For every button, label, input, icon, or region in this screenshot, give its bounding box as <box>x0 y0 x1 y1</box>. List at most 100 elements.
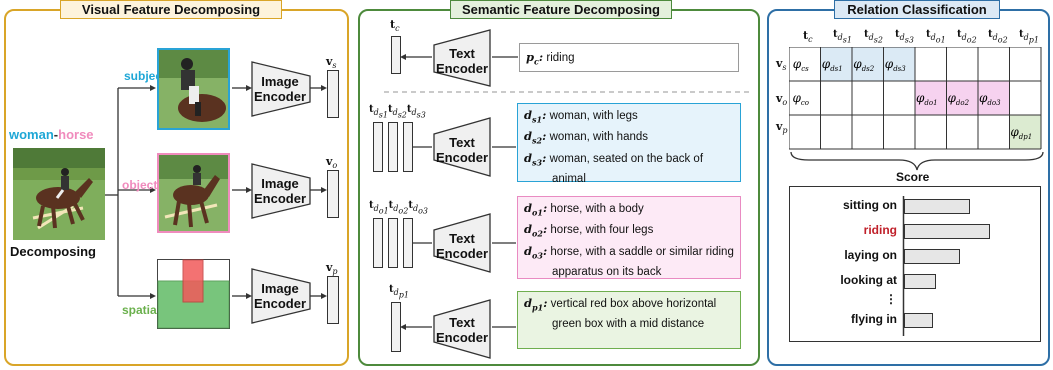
col-header-do2: tdo2 <box>957 29 977 45</box>
image-encoder-object-line2: Encoder <box>253 191 306 206</box>
text-encoder-shapes <box>384 29 750 359</box>
text-encoder-spatial-line1: Text <box>449 315 475 330</box>
col-header-ds2: tds2 <box>864 29 883 45</box>
pair-object: horse <box>58 127 94 142</box>
score-axis <box>902 196 905 336</box>
desc-do2: do2: horse, with four legs <box>524 222 654 239</box>
col-header-ds1: tds1 <box>833 29 852 45</box>
grid-cell-fill <box>789 47 821 81</box>
score-label: ⋮ <box>885 292 897 306</box>
text-encoder-subject-line1: Text <box>449 135 475 150</box>
text-vector-ds2 <box>388 122 398 172</box>
score-label: flying in <box>851 312 897 326</box>
text-encoder-prompt-line1: Text <box>449 46 475 61</box>
desc-ds2: ds2: woman, with hands <box>524 129 649 146</box>
text-vector-do-labels: tdo1tdo2tdo3 <box>369 200 428 216</box>
spatial-desc-box: dp1: vertical red box above horizontal g… <box>517 291 741 349</box>
text-encoder-spatial-line2: Encoder <box>435 330 488 345</box>
branch-label-subject: subject <box>124 69 167 83</box>
text-encoder-object-line1: Text <box>449 231 475 246</box>
grid-cell-fill <box>883 47 915 81</box>
desc-ds1: ds1: woman, with legs <box>524 108 638 125</box>
visual-vector-s <box>327 70 339 118</box>
source-image <box>13 148 105 240</box>
image-encoder-spatial-line2: Encoder <box>253 296 306 311</box>
visual-vector-s-label: vs <box>326 55 337 71</box>
text-vector-do1 <box>373 218 383 268</box>
score-title: Score <box>896 170 930 184</box>
image-encoder-spatial-line1: Image <box>261 281 299 296</box>
text-vector-ds1-label: tds1 <box>369 104 388 120</box>
score-label: looking at <box>840 273 897 287</box>
object-crop-image <box>157 153 230 233</box>
text-encoder-subject-line2: Encoder <box>435 150 488 165</box>
text-vector-do3 <box>403 218 413 268</box>
branch-label-object: object <box>122 178 158 192</box>
text-vector-dp1-label: tdp1 <box>389 284 409 300</box>
object-desc-box: do1: horse, with a body do2: horse, with… <box>517 196 741 279</box>
grid-cell-fill <box>789 81 821 115</box>
text-vector-ds-labels: tds1tds2tds3 <box>369 104 426 120</box>
score-bar <box>904 313 933 328</box>
text-vector-do2-label: tdo2 <box>388 200 409 216</box>
text-vector-ds2-label: tds2 <box>387 104 407 120</box>
score-bar <box>904 249 961 264</box>
grid-cell-fill <box>1009 115 1041 149</box>
pair-label: woman-horse <box>9 127 94 142</box>
visual-vector-o <box>327 170 339 218</box>
text-vector-do3-label: tdo3 <box>408 200 428 216</box>
score-label: sitting on <box>843 198 897 212</box>
text-vector-ds3 <box>403 122 413 172</box>
prompt-text: riding <box>546 52 575 64</box>
spatial-mask <box>157 259 230 329</box>
text-vector-c-label: tc <box>390 18 400 34</box>
grid-cell-fill <box>820 47 852 81</box>
desc-do1: do1: horse, with a body <box>524 201 644 218</box>
prompt-key: pc: <box>526 50 544 67</box>
row-label-o: vo <box>776 92 788 108</box>
text-vector-dp1 <box>391 302 401 352</box>
pair-dash: - <box>53 127 59 142</box>
text-vector-c <box>391 36 401 74</box>
score-label: riding <box>863 223 897 237</box>
text-encoder-prompt-line2: Encoder <box>435 61 488 76</box>
row-label-s: vs <box>776 57 787 73</box>
branch-label-spatial: spatial <box>122 303 161 317</box>
relation-panel-title: Relation Classification <box>834 0 1000 19</box>
grid-cell-fill <box>915 81 947 115</box>
score-label: laying on <box>844 248 897 262</box>
image-encoder-subject-line2: Encoder <box>253 89 306 104</box>
score-bar <box>904 224 991 239</box>
decomposing-label: Decomposing <box>10 244 96 259</box>
relation-col-headers: tc tds1 tds2 tds3 tdo1 tdo2 tdo2 tdp1 <box>791 29 1047 47</box>
visual-vector-p-label: vp <box>326 261 338 277</box>
score-brace <box>790 151 1044 171</box>
score-chart: sitting on riding laying on looking at ⋮ flyi… <box>789 186 1041 342</box>
semantic-panel-title: Semantic Feature Decomposing <box>450 0 672 19</box>
visual-panel-title: Visual Feature Decomposing <box>60 0 282 19</box>
desc-do3: do3: horse, with a saddle or similar rid… <box>524 243 734 278</box>
row-label-p: vp <box>776 120 788 136</box>
image-encoder-object-line1: Image <box>261 176 299 191</box>
desc-dp1: dp1: vertical red box above horizontal g… <box>524 296 717 331</box>
subject-crop-image <box>157 48 230 130</box>
col-header-ds3: tds3 <box>895 29 914 45</box>
text-vector-do2 <box>388 218 398 268</box>
image-encoder-subject-line1: Image <box>261 74 299 89</box>
score-box <box>789 186 1041 342</box>
text-vector-ds1 <box>373 122 383 172</box>
col-header-dp1: tdp1 <box>1019 29 1039 45</box>
pair-subject: woman <box>9 127 54 142</box>
desc-ds3: ds3: woman, seated on the back of animal <box>524 150 704 185</box>
col-header-c: tc <box>803 29 813 45</box>
text-encoder-object-line2: Encoder <box>435 246 488 261</box>
text-vector-ds3-label: tds3 <box>406 104 426 120</box>
